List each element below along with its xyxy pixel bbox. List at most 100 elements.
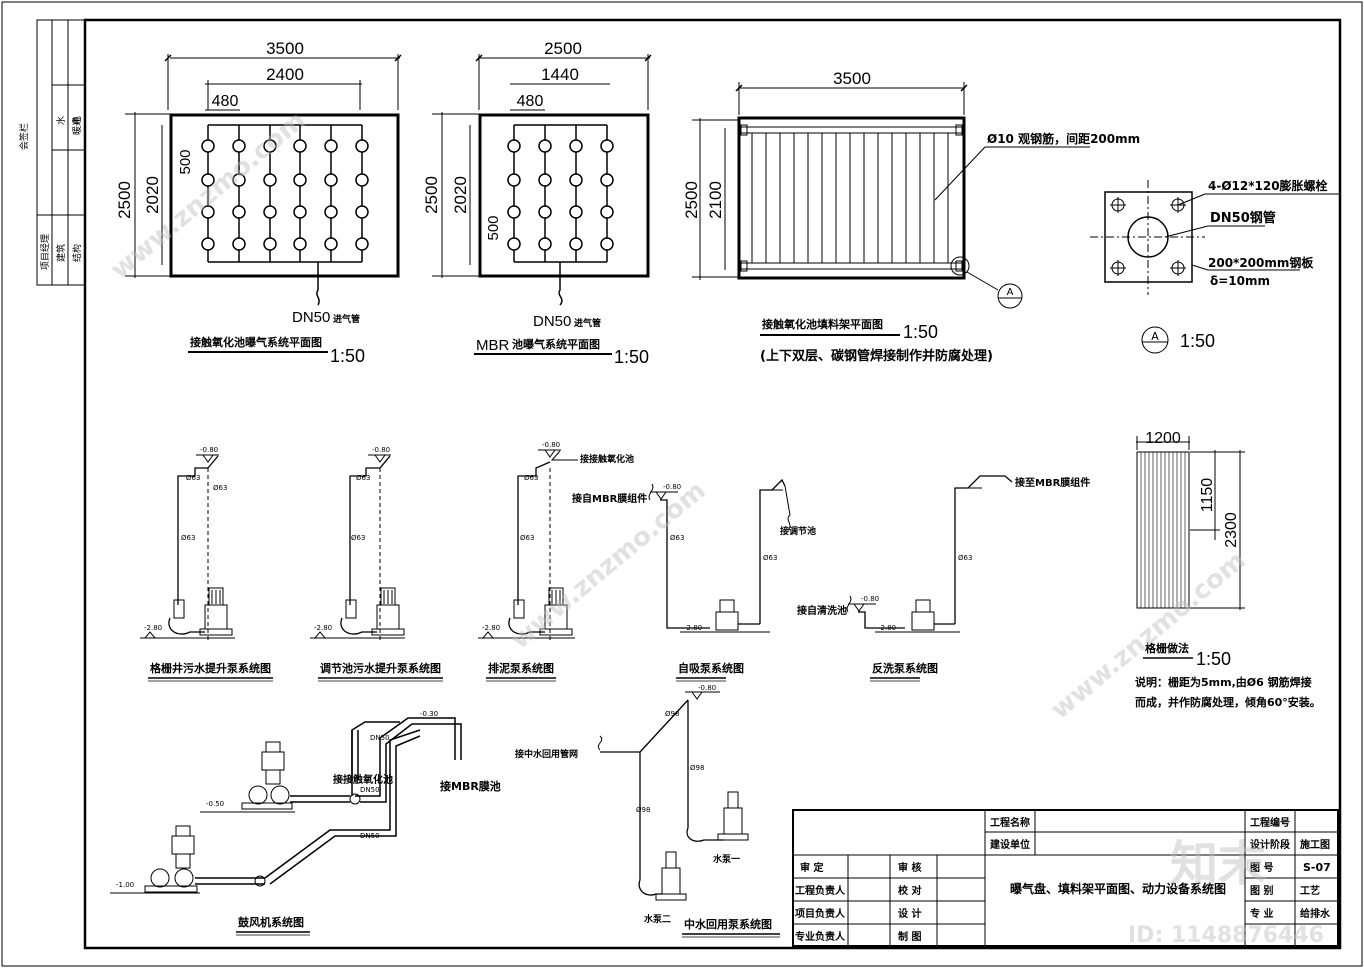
pump-system-2: -0.80 Ø63 Ø63 -2.80 调节池污水提升泵系统图 (310, 446, 443, 682)
reuse-system: 接中水回用管网 -0.80 Ø98 Ø98 Ø98 水泵一 水泵二 中水回用泵系… (515, 684, 780, 938)
plan-title: 接触氧化池填料架平面图 (762, 317, 883, 331)
grille-note-2: 而成，并作防腐处理，倾角60°安装。 (1135, 695, 1321, 709)
drawing-no-label: 图 号 (1250, 862, 1273, 874)
system-title: 鼓风机系统图 (238, 915, 304, 929)
height-inner-dim: 2020 (143, 176, 162, 214)
plate-note: 200*200mm钢板 (1208, 255, 1314, 270)
project-manager-label: 项目经理 (39, 234, 51, 270)
check-label: 审 核 (898, 861, 921, 874)
blower-system: -0.50 -1.00 DN50 DN50 DN50 -0.30 接接触氧化池 … (110, 710, 501, 936)
tank-outline (169, 113, 400, 278)
bottom-elevation: -2.80 (482, 624, 500, 632)
proofread-label: 校 对 (898, 884, 921, 897)
watermark-id: ID: 1148876446 (1128, 923, 1324, 948)
height-half-dim: 1150 (1199, 478, 1216, 513)
structure-label: 结构 (71, 244, 83, 262)
engineer-label: 工程负责人 (795, 884, 846, 897)
top-elevation: -0.80 (663, 483, 681, 491)
architecture-label: 建筑 (55, 244, 67, 262)
outlet-note-1: 接接触氧化池 (333, 773, 393, 786)
plan-scale: 1:50 (903, 322, 938, 342)
width-inner-dim: 2400 (266, 65, 304, 84)
height-inner-dim: 2020 (451, 176, 470, 214)
height-inner-dim: 2100 (706, 181, 725, 219)
pipe-dia-1: Ø63 (186, 474, 200, 482)
pipe-dia-3: Ø63 (181, 534, 195, 542)
system-title: 自吸泵系统图 (678, 661, 744, 675)
outlet-note: 接至MBR膜组件 (1015, 476, 1090, 489)
pump-1-label: 水泵一 (713, 853, 740, 865)
drawing-title: 曝气盘、填料架平面图、动力设备系统图 (1010, 881, 1226, 896)
system-title: 格栅井污水提升泵系统图 (150, 661, 271, 675)
category: 工艺 (1300, 884, 1320, 897)
elevation-1: -0.50 (206, 800, 224, 808)
design-stage-label: 设计阶段 (1250, 838, 1290, 851)
rod-note: Ø10 观钢筋，间距200mm (987, 131, 1140, 146)
thickness-note: δ=10mm (1210, 274, 1270, 288)
plan-title: 接触氧化池曝气系统平面图 (190, 335, 322, 349)
inlet-note: 接自MBR膜组件 (572, 492, 647, 505)
aeration-plan-1: 3500 2400 480 2500 2020 500 DN50 进气管 接触氧… (115, 39, 402, 366)
height-total-dim: 2500 (422, 176, 441, 214)
top-elevation: -0.80 (861, 595, 879, 603)
countersign-label: 会签栏 (18, 123, 30, 150)
system-title: 排泥泵系统图 (488, 661, 554, 675)
pipe-label: DN50 (292, 309, 330, 326)
top-elevation: -0.80 (698, 684, 716, 692)
aeration-plan-2: 2500 1440 480 2500 2020 500 DN50 进气管 MBR… (422, 39, 652, 367)
grille-detail: 1200 1150 2300 格栅做法 1:50 说明：栅距为5mm,由Ø6 钢… (1135, 430, 1321, 709)
outlet-note: 接调节池 (780, 525, 816, 537)
pipe-dia-2: Ø63 (520, 534, 534, 542)
outlet-note-2: 接MBR膜池 (440, 779, 501, 793)
plan-title-prefix: MBR (476, 337, 510, 354)
system-title: 反洗泵系统图 (872, 661, 938, 675)
pipe-note: 进气管 (333, 313, 360, 325)
width-total-dim: 2500 (544, 39, 582, 58)
detail-mark: A (1151, 330, 1159, 343)
pipe-dia-2: Ø63 (351, 534, 365, 542)
bottom-elevation: -2.80 (314, 624, 332, 632)
bottom-elevation: -2.80 (144, 624, 162, 632)
frame-outline (737, 116, 966, 280)
system-title: 中水回用泵系统图 (684, 917, 772, 931)
detail-scale: 1:50 (1196, 649, 1231, 669)
pipe-dia-2: Ø63 (213, 484, 227, 492)
bolt-note: 4-Ø12*120膨胀螺栓 (1208, 178, 1328, 193)
pipe-note: DN50钢管 (1210, 210, 1276, 226)
width-spacing-dim: 480 (517, 93, 544, 110)
pipe-size-2: DN50 (360, 786, 380, 794)
drawing-no: S-07 (1303, 861, 1331, 874)
plan-scale: 1:50 (614, 347, 649, 367)
width-spacing-dim: 480 (212, 93, 239, 110)
bottom-elevation: -2.80 (684, 624, 702, 632)
system-title: 调节池污水提升泵系统图 (320, 661, 441, 675)
pipe-dia-1: Ø98 (665, 710, 679, 718)
category-label: 图 别 (1250, 884, 1273, 897)
pipe-dia-2: Ø63 (763, 554, 777, 562)
pump-system-5: 接自清洗池 -0.80 -2.80 Ø63 接至MBR膜组件 反洗泵系统图 (797, 475, 1090, 682)
watermark-brand: 知末 (1170, 836, 1266, 892)
pipe-dia-1: Ø63 (670, 534, 684, 542)
width-total-dim: 3500 (266, 39, 304, 58)
inlet-note: 接自清洗池 (797, 604, 847, 617)
draw-label: 制 图 (898, 930, 921, 943)
detail-a: 4-Ø12*120膨胀螺栓 DN50钢管 200*200mm钢板 δ=10mm … (1090, 178, 1340, 354)
height-total-dim: 2500 (682, 181, 701, 219)
pipe-label: DN50 (533, 313, 571, 330)
pump-system-1: -0.80 Ø63 Ø63 Ø63 -2.80 格栅井污水提升泵系统图 (140, 446, 273, 682)
height-total-dim: 2500 (115, 181, 134, 219)
detail-scale: 1:50 (1180, 331, 1215, 351)
left-strip: 会签栏 水 电 暖通 项目经理 建筑 结构 (18, 19, 86, 286)
specialty: 给排水 (1300, 907, 1331, 920)
pump-body (715, 611, 739, 631)
design-label: 设 计 (898, 907, 921, 920)
grille-note-1: 说明：栅距为5mm,由Ø6 钢筋焊接 (1135, 675, 1312, 689)
top-elevation: -0.80 (542, 441, 560, 449)
pipe-dia-1: Ø63 (958, 554, 972, 562)
hvac-label: 暖通 (71, 117, 83, 135)
inlet-note: 接中水回用管网 (515, 748, 578, 760)
width-inner-dim: 1440 (541, 65, 579, 84)
project-no-label: 工程编号 (1250, 816, 1290, 829)
